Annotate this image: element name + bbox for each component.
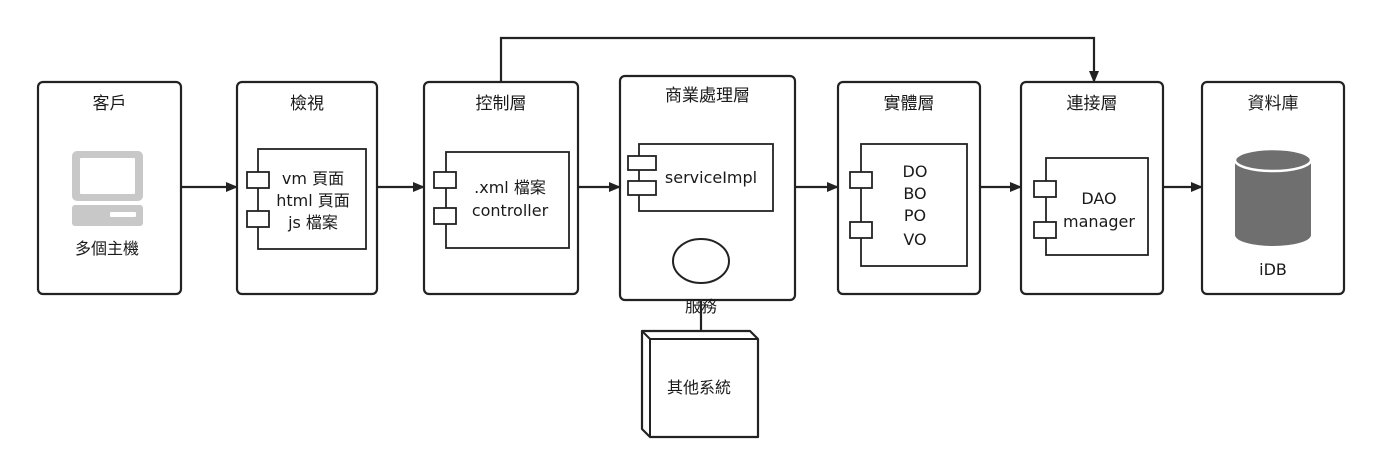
entity-component: [860, 143, 968, 267]
entity-line-1: DO: [903, 162, 928, 181]
node-client: 客戶 多個主機: [36, 80, 183, 296]
controller-title: 控制層: [476, 94, 527, 114]
node-external: 其他系統: [640, 329, 760, 439]
connector-component-port-bottom: [1033, 221, 1057, 239]
connector-title: 連接層: [1067, 94, 1118, 114]
controller-line-2: controller: [472, 201, 549, 220]
connector-component: [1045, 157, 1149, 256]
view-title: 檢視: [290, 94, 324, 114]
view-component-port-bottom: [246, 210, 270, 228]
connector-line-1: DAO: [1081, 189, 1116, 208]
node-view: 檢視 vm 頁面 html 頁面 js 檔案: [235, 80, 379, 296]
node-entity: 實體層 DO BO PO VO: [836, 80, 982, 296]
edge-controller-connector-bypass: [499, 36, 1099, 83]
view-line-3: js 檔案: [287, 213, 338, 232]
view-line-2: html 頁面: [276, 191, 350, 210]
client-title: 客戶: [93, 94, 127, 114]
external-label: 其他系統: [667, 378, 731, 397]
controller-component-port-bottom: [433, 207, 457, 225]
node-database: 資料庫 iDB: [1200, 80, 1346, 296]
business-component-port-top: [627, 155, 657, 171]
business-component-label: serviceImpl: [665, 168, 757, 187]
business-component-port-bottom: [627, 180, 657, 196]
service-interface: [672, 238, 730, 284]
client-caption: 多個主機: [75, 239, 139, 258]
controller-line-1: .xml 檔案: [474, 178, 546, 197]
view-component: [257, 148, 367, 250]
node-controller: 控制層 .xml 檔案 controller: [422, 80, 580, 296]
business-title: 商業處理層: [665, 86, 750, 106]
database-title: 資料庫: [1248, 94, 1299, 114]
entity-component-port-top: [849, 171, 873, 189]
connector-line-2: manager: [1063, 212, 1135, 231]
entity-line-3: PO: [904, 206, 926, 225]
entity-title: 實體層: [884, 94, 935, 114]
node-business: 商業處理層 serviceImpl: [618, 74, 797, 302]
database-cylinder-icon: [1233, 147, 1313, 246]
view-component-port-top: [246, 171, 270, 189]
view-line-1: vm 頁面: [282, 169, 344, 188]
node-connector: 連接層 DAO manager: [1019, 80, 1165, 296]
entity-line-4: VO: [903, 230, 926, 249]
business-component: [638, 143, 774, 212]
controller-component-port-top: [433, 171, 457, 189]
entity-line-2: BO: [903, 184, 926, 203]
service-label: 服務: [685, 297, 717, 316]
connector-component-port-top: [1033, 180, 1057, 198]
computer-icon: [72, 151, 143, 226]
database-caption: iDB: [1259, 260, 1287, 279]
entity-component-port-bottom: [849, 221, 873, 239]
controller-component: [445, 151, 570, 249]
